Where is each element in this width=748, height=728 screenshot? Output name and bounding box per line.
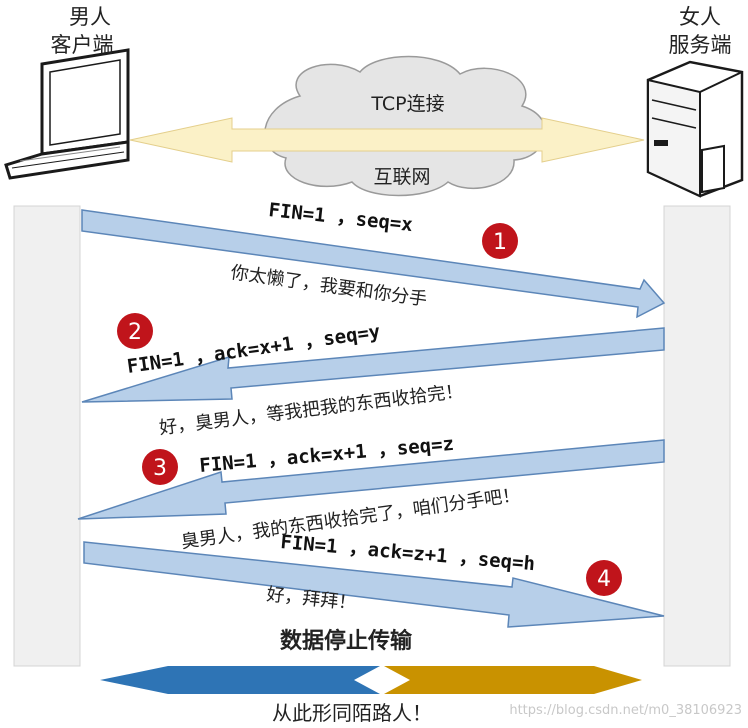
step4-badge xyxy=(586,560,622,596)
server-title-line1: 女人 xyxy=(679,5,721,29)
internet-label: 互联网 xyxy=(373,166,430,188)
step1-packet-label: FIN=1 ，seq=x xyxy=(267,199,413,236)
step2-number: 2 xyxy=(128,320,142,345)
server-timeline xyxy=(663,205,731,667)
server-title-line2: 服务端 xyxy=(669,33,732,57)
laptop-icon xyxy=(4,48,130,180)
step4-arrow xyxy=(83,541,665,628)
step1-number: 1 xyxy=(493,230,507,255)
step3-arrow xyxy=(77,439,665,520)
left-banner-arrow xyxy=(100,666,380,694)
tcp-connection-arrow xyxy=(129,117,645,163)
stop-transmission-label: 数据停止传输 xyxy=(280,628,413,654)
footer-text: 从此形同陌路人！ xyxy=(272,701,432,725)
watermark-text: https://blog.csdn.net/m0_38106923 xyxy=(509,703,742,718)
client-title-line2: 客户端 xyxy=(51,33,114,57)
right-banner-arrow xyxy=(384,666,642,694)
step4-number: 4 xyxy=(597,567,611,592)
cloud-shape xyxy=(264,55,547,197)
step3-number: 3 xyxy=(153,456,167,481)
step1-badge xyxy=(482,223,518,259)
tcp-connection-label: TCP连接 xyxy=(370,93,444,115)
step2-badge xyxy=(117,313,153,349)
server-icon xyxy=(646,60,744,198)
step1-arrow xyxy=(81,209,666,319)
step3-badge xyxy=(142,449,178,485)
client-title-line1: 男人 xyxy=(69,5,111,29)
client-timeline xyxy=(13,205,81,667)
step2-arrow xyxy=(81,327,665,403)
